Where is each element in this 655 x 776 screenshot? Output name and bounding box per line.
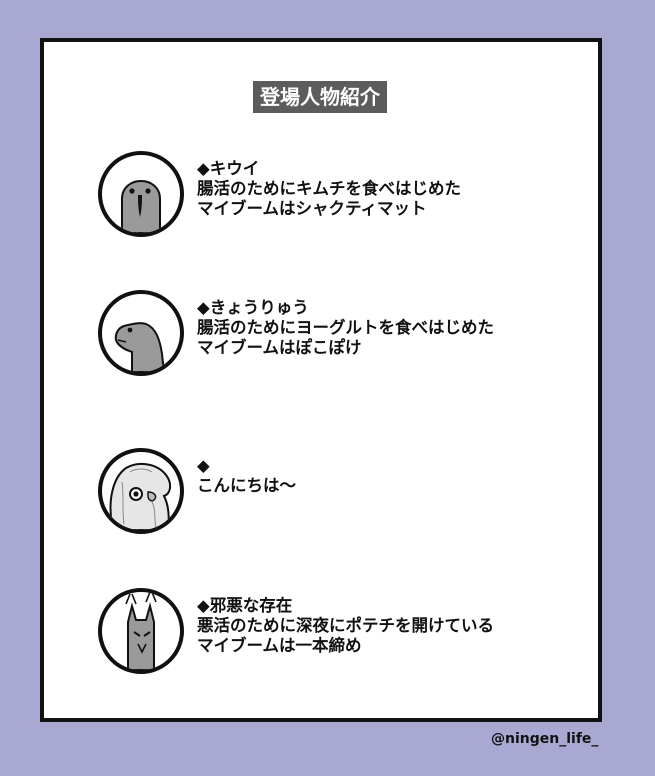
character-description: ◆ こんにちは〜 xyxy=(197,456,296,496)
character-line-1: 腸活のためにキムチを食べはじめた xyxy=(197,179,461,198)
evil-creature-icon xyxy=(125,592,157,670)
character-description: ◆キウイ 腸活のためにキムチを食べはじめた マイブームはシャクティマット xyxy=(197,159,461,219)
page-title: 登場人物紹介 xyxy=(253,81,387,113)
character-line-2: マイブームはシャクティマット xyxy=(197,199,427,218)
character-line-1: 腸活のためにヨーグルトを食べはじめた xyxy=(197,318,494,337)
character-line-2: マイブームはぽこぽけ xyxy=(197,338,362,357)
avatar xyxy=(98,290,184,376)
character-entry-kiwi: ◆キウイ 腸活のためにキムチを食べはじめた マイブームはシャクティマット xyxy=(98,151,598,243)
character-line-2: マイブームは一本締め xyxy=(197,636,362,655)
avatar xyxy=(98,588,184,674)
author-credit: @ningen_life_ xyxy=(491,731,599,747)
character-entry-bird: ◆ こんにちは〜 xyxy=(98,448,598,540)
kiwi-bird-icon xyxy=(121,180,161,233)
character-line-1: こんにちは〜 xyxy=(197,476,296,495)
avatar xyxy=(98,448,184,534)
character-name: ◆邪悪な存在 xyxy=(197,596,293,615)
avatar xyxy=(98,151,184,237)
character-description: ◆きょうりゅう 腸活のためにヨーグルトを食べはじめた マイブームはぽこぽけ xyxy=(197,298,494,358)
character-name: ◆ xyxy=(197,456,210,475)
character-name: ◆キウイ xyxy=(197,159,260,178)
character-name: ◆きょうりゅう xyxy=(197,298,309,317)
character-entry-dinosaur: ◆きょうりゅう 腸活のためにヨーグルトを食べはじめた マイブームはぽこぽけ xyxy=(98,290,598,382)
character-entry-evil: ◆邪悪な存在 悪活のために深夜にポテチを開けている マイブームは一本締め xyxy=(98,588,598,680)
comic-panel: 登場人物紹介 ◆キウイ 腸活のためにキムチを食べはじめた マイブームはシャクティ… xyxy=(40,38,602,722)
character-line-1: 悪活のために深夜にポテチを開けている xyxy=(197,616,494,635)
character-description: ◆邪悪な存在 悪活のために深夜にポテチを開けている マイブームは一本締め xyxy=(197,596,494,656)
dinosaur-icon xyxy=(114,322,166,372)
bird-face-icon xyxy=(109,462,172,530)
